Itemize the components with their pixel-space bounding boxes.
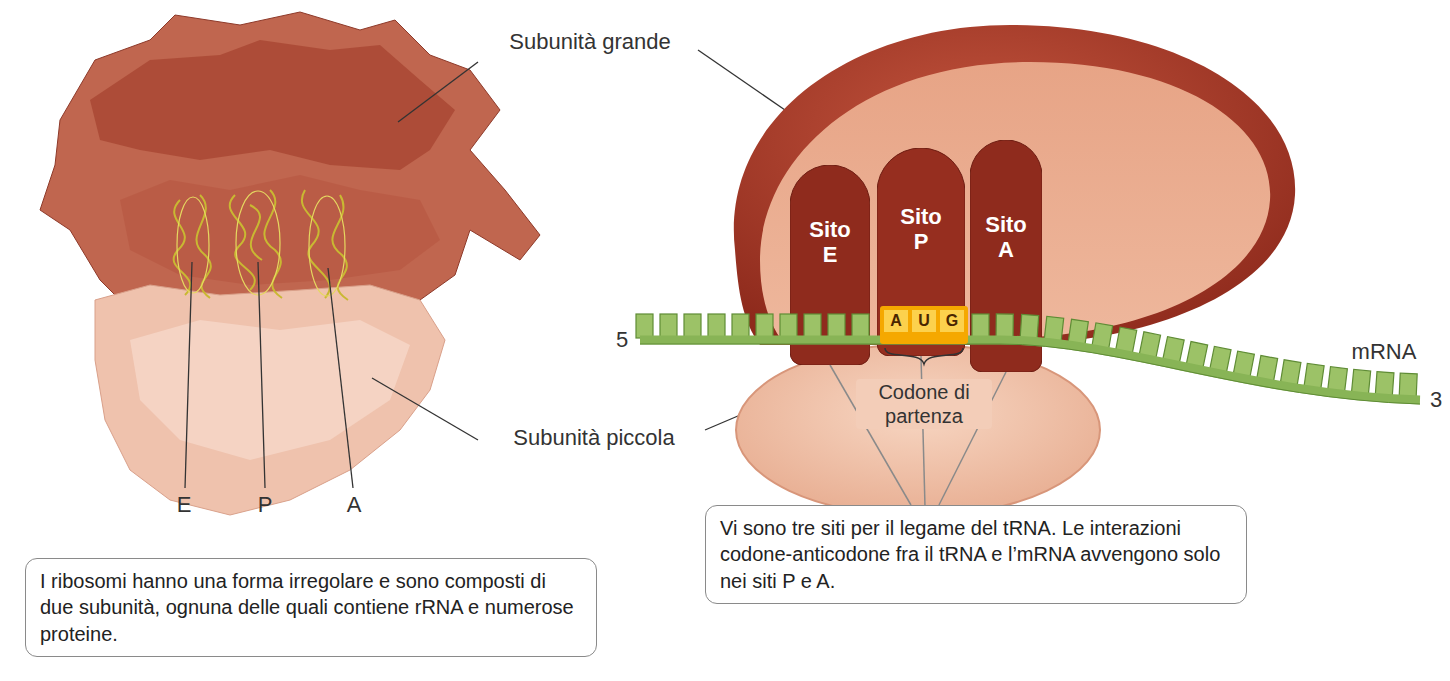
codon-base: G xyxy=(946,311,958,330)
mrna-base xyxy=(1210,346,1231,373)
callout-text: I ribosomi hanno una forma irregolare e … xyxy=(40,570,574,645)
mrna-base xyxy=(1280,360,1301,386)
mrna-base xyxy=(1139,332,1160,359)
mrna-base xyxy=(1399,373,1417,398)
callout-box: Vi sono tre siti per il legame del tRNA.… xyxy=(705,505,1247,604)
mrna-base xyxy=(1304,363,1324,389)
site-outline xyxy=(970,140,1042,372)
mrna-base xyxy=(684,314,701,338)
mrna-base xyxy=(1044,316,1064,342)
trna-site: Sito E xyxy=(790,165,870,365)
callout-box: I ribosomi hanno una forma irregolare e … xyxy=(25,558,597,657)
part-label: Subunità grande xyxy=(509,29,670,55)
mrna-base xyxy=(1186,342,1208,369)
site-label: Sito P xyxy=(900,204,942,255)
mrna-base xyxy=(1257,356,1278,383)
codon-base: U xyxy=(918,311,930,330)
site-outline xyxy=(877,148,965,356)
part-label: Codone di partenza xyxy=(856,379,992,429)
mrna-base xyxy=(708,314,725,338)
part-label: E xyxy=(177,492,192,518)
mrna-base xyxy=(1163,337,1185,364)
part-label: P xyxy=(258,492,273,518)
mrna-base xyxy=(660,314,677,338)
callout-text: Vi sono tre siti per il legame del tRNA.… xyxy=(720,517,1220,592)
site-label: Sito A xyxy=(985,212,1027,263)
ribosome-cartoon xyxy=(734,25,1295,516)
mrna-base xyxy=(1375,372,1394,397)
part-label: A xyxy=(347,492,362,518)
part-label: 3 xyxy=(1430,387,1442,413)
mrna-base xyxy=(1068,319,1088,345)
site-label: Sito E xyxy=(809,217,851,268)
ribosome-model xyxy=(40,12,540,515)
mrna-base xyxy=(1351,369,1370,395)
mrna-base xyxy=(1092,323,1113,350)
part-label: 5 xyxy=(616,327,628,353)
mrna-base xyxy=(1233,351,1254,378)
mrna-base xyxy=(1116,327,1137,354)
leader-lines xyxy=(185,50,785,488)
codon-base: A xyxy=(890,311,902,330)
part-label: mRNA xyxy=(1352,339,1417,365)
mrna-base xyxy=(732,314,749,338)
mrna-base xyxy=(756,314,773,338)
trna-site: Sito A xyxy=(970,140,1042,372)
mrna-base xyxy=(636,314,653,338)
part-label: Subunità piccola xyxy=(513,425,674,451)
site-outline xyxy=(790,165,870,365)
mrna-base xyxy=(1328,367,1348,393)
